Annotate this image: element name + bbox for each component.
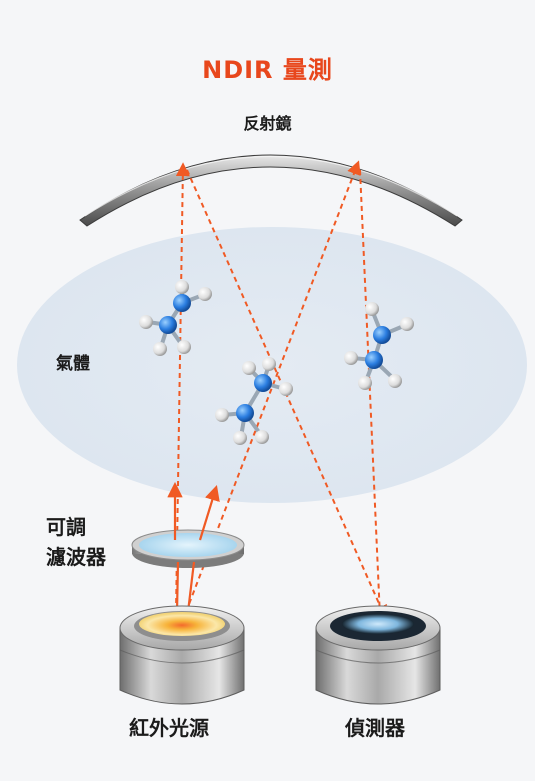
source-label: 紅外光源: [129, 716, 209, 740]
filter-label-line1: 可調: [46, 515, 86, 539]
detector-label: 偵測器: [345, 716, 405, 740]
filter-label-line2: 濾波器: [46, 545, 106, 569]
mirror: [79, 154, 463, 227]
filter-output-arrows: [167, 481, 220, 613]
filter-label: 可調 濾波器: [46, 512, 106, 572]
methane-molecule: [215, 357, 293, 445]
detector: [315, 605, 441, 705]
ray-source-to-mirror-right: [185, 160, 361, 613]
diagram-title: NDIR 量測: [202, 56, 333, 84]
methane-molecule: [139, 280, 212, 356]
ray-mirror-right-to-detector: [359, 169, 387, 620]
methane-molecule: [344, 302, 414, 390]
infrared-source: [119, 605, 245, 705]
gas-label: 氣體: [56, 354, 90, 374]
mirror-label: 反射鏡: [243, 114, 292, 133]
tunable-filter: [131, 529, 245, 568]
